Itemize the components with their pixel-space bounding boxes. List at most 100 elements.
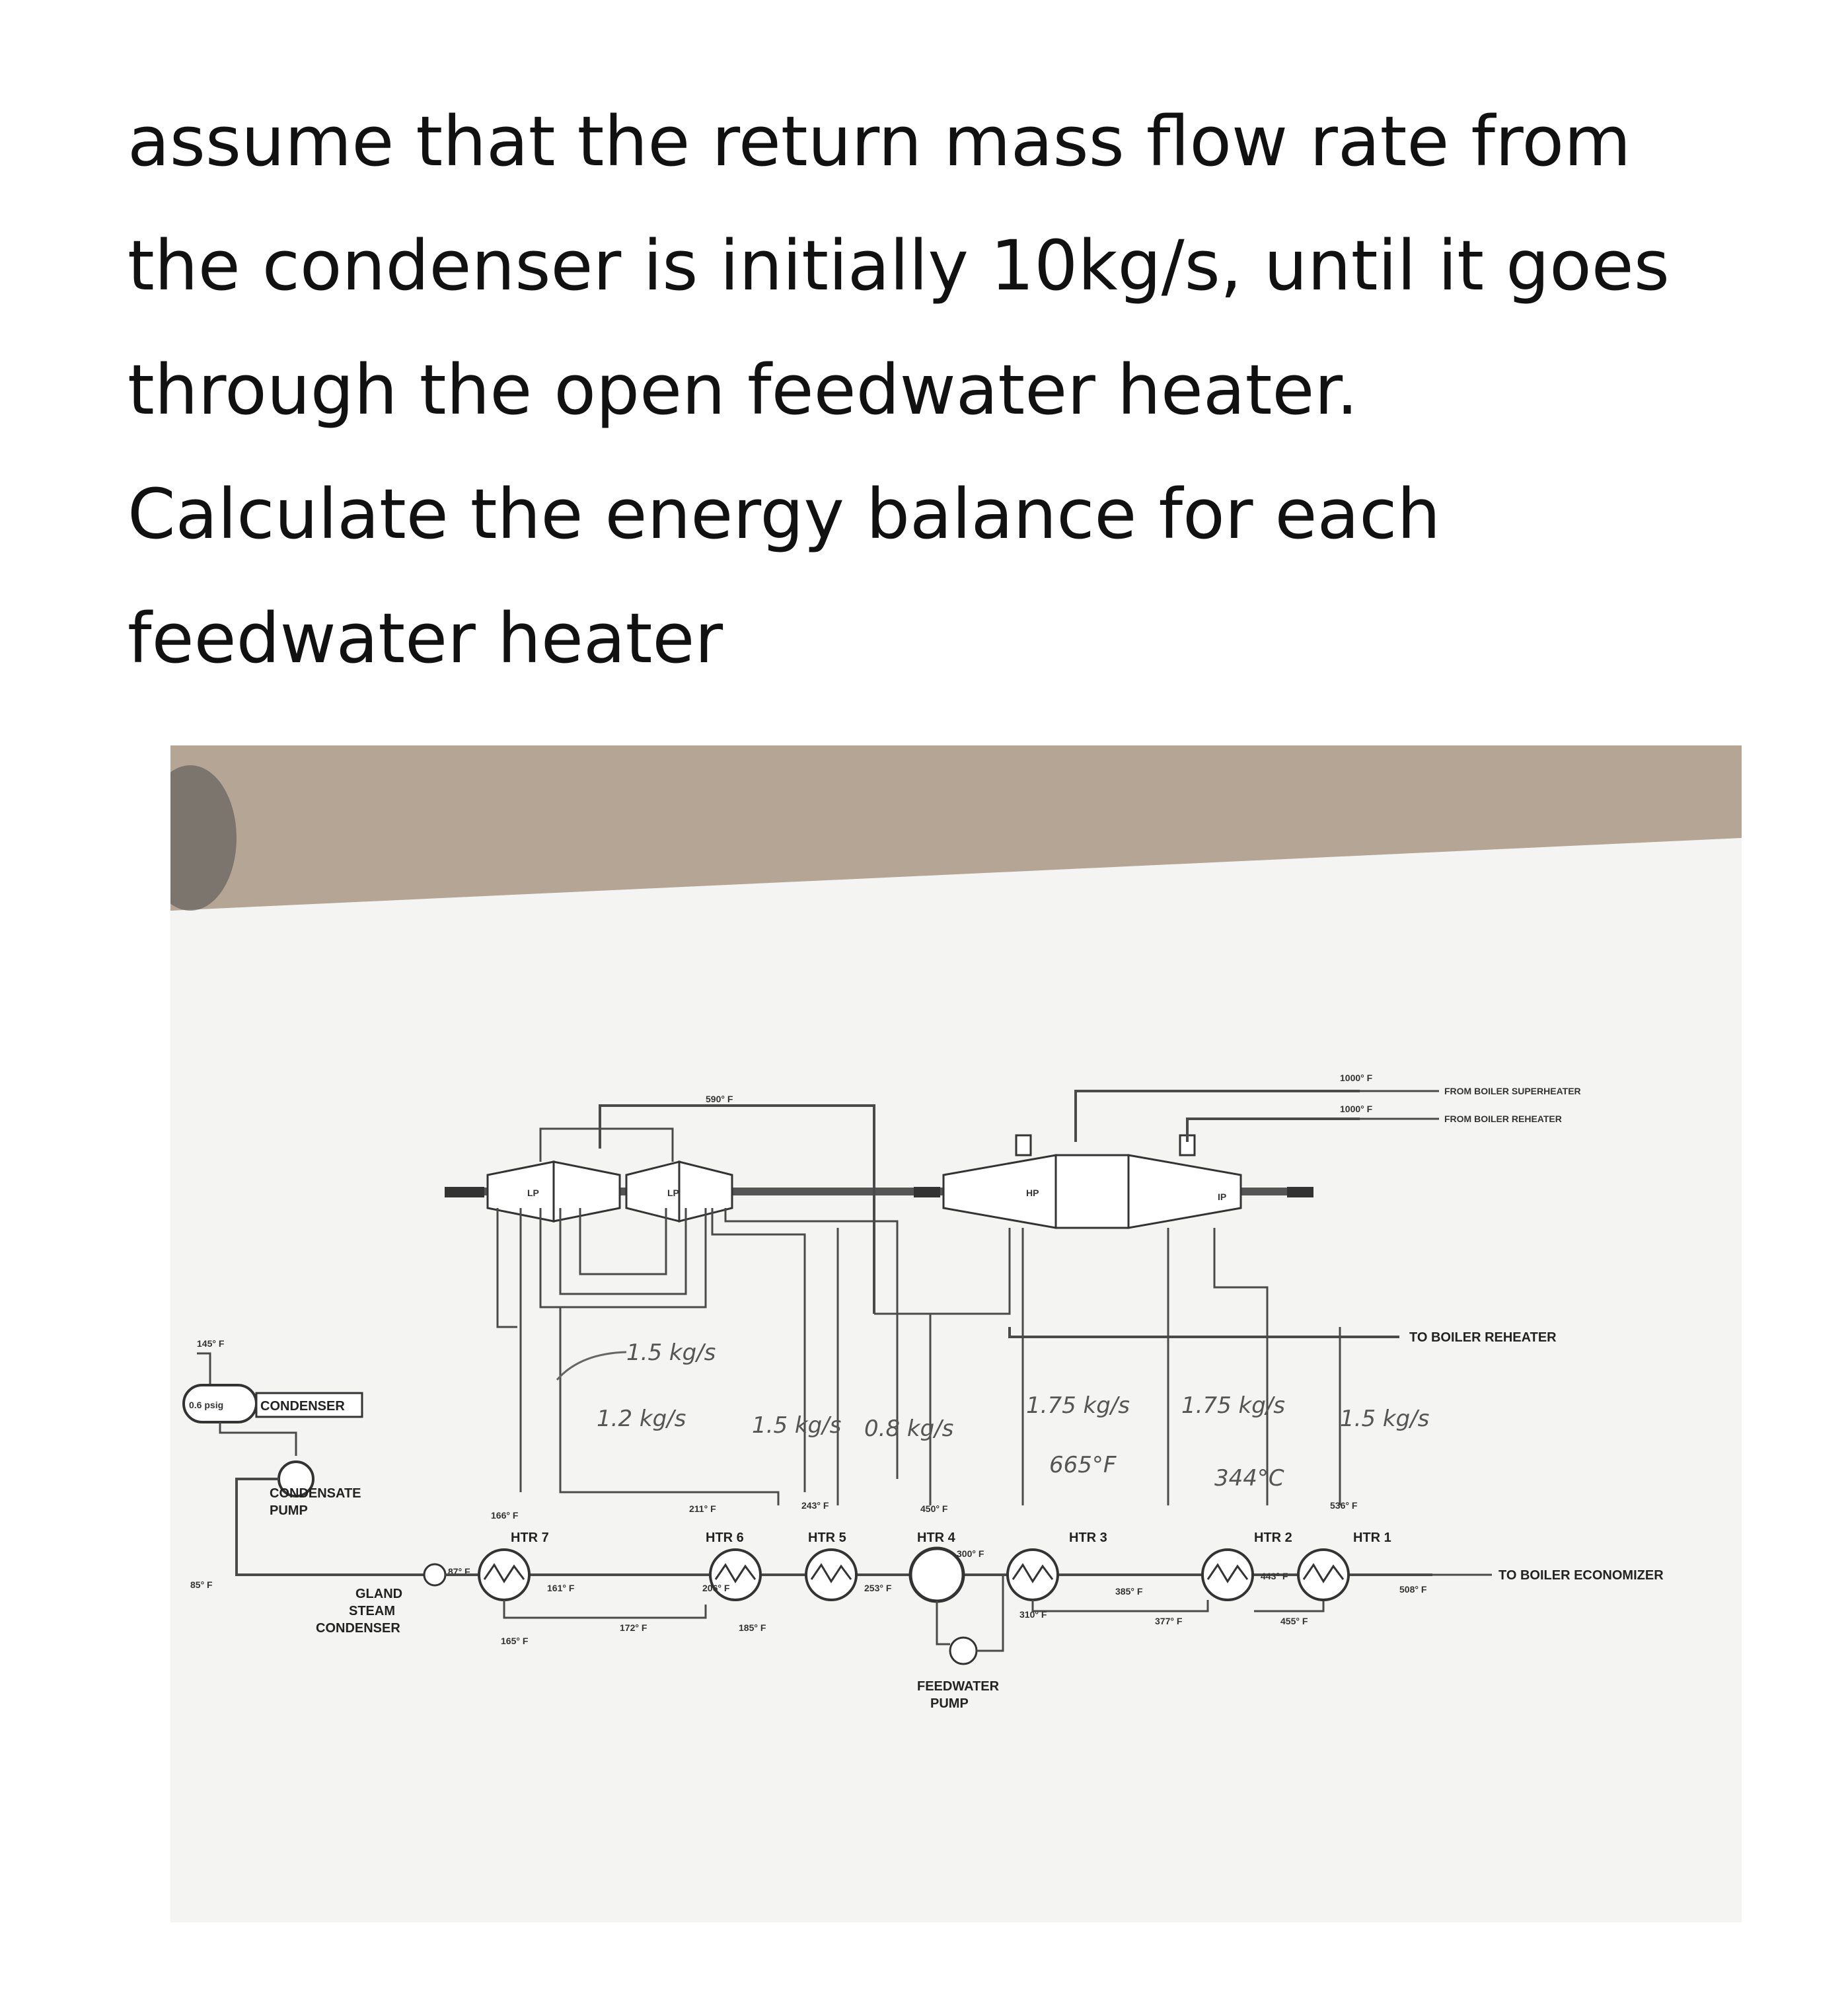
temp-536: 536° F [1330,1500,1358,1511]
temp-206: 206° F [702,1583,730,1593]
lp-extraction-loop-3 [579,1208,667,1275]
hand-mass-1-5-htr1: 1.5 kg/s [1340,1406,1429,1432]
hp-turbine-label: HP [1026,1188,1039,1198]
htr1-label: HTR 1 [1353,1531,1391,1545]
condensate-pump-label-2: PUMP [270,1503,308,1518]
ip-extraction-htr2 [1213,1228,1269,1505]
htr7-coil [483,1563,525,1583]
ip-turbine-label: IP [1218,1192,1226,1202]
crossover-branch-2 [600,1127,674,1162]
temp-590: 590° F [706,1094,733,1104]
htr1-coil [1302,1563,1345,1583]
condensate-pump-label-1: CONDENSATE [270,1486,361,1501]
question-line-5: feedwater heater [128,598,723,679]
temp-161: 161° F [547,1583,575,1593]
temp-172: 172° F [620,1622,647,1633]
temp-455: 455° F [1280,1616,1308,1626]
htr7 [478,1548,531,1601]
temp-211: 211° F [689,1503,716,1514]
hand-mass-1-75a: 1.75 kg/s [1026,1392,1130,1419]
reheater-line [1186,1117,1360,1142]
temp-508: 508° F [1399,1584,1427,1595]
lp-extraction-loop-1 [539,1208,707,1308]
gland-label-3: CONDENSER [316,1621,400,1636]
htr5-label: HTR 5 [808,1531,846,1545]
pump-discharge [977,1575,1004,1652]
power-plant-diagram: LP LP HP IP 1000° F 1000° F FROM BOILER … [170,765,1742,1922]
condenser-pressure: 0.6 psig [189,1400,223,1410]
paper-sheet [170,838,1742,1922]
htr6-coil [714,1563,757,1583]
condenser-outlet [219,1422,297,1456]
lp-extraction-loop-2 [559,1208,687,1295]
hand-temp-665: 665°F [1049,1452,1117,1478]
temp-385: 385° F [1115,1586,1143,1597]
question-text: assume that the return mass flow rate fr… [128,79,1806,700]
hand-mass-1-75b: 1.75 kg/s [1181,1392,1285,1419]
hand-mass-1-5-htr6: 1.5 kg/s [752,1412,841,1439]
htr4 [908,1546,965,1603]
htr5-coil [810,1563,852,1583]
to-reheater-label: TO BOILER REHEATER [1409,1330,1557,1345]
shaft-coupling-left [445,1187,484,1197]
diagram-photo: LP LP HP IP 1000° F 1000° F FROM BOILER … [170,745,1742,1922]
temp-253: 253° F [864,1583,892,1593]
from-reheater-label: FROM BOILER REHEATER [1444,1114,1562,1124]
temp-166: 166° F [491,1510,519,1521]
htr5 [805,1548,858,1601]
gland-label-2: STEAM [349,1604,395,1618]
shaft-coupling-mid [914,1187,940,1197]
question-line-4: Calculate the energy balance for each [128,474,1441,554]
htr4-to-pump [936,1601,950,1646]
hp-valve [1015,1134,1032,1156]
htr7-label: HTR 7 [511,1531,549,1545]
htr7-drain [503,1600,707,1619]
condensate-line [235,1478,428,1576]
temp-443: 443° F [1261,1571,1288,1581]
condenser-inlet [197,1352,211,1386]
to-economizer-label: TO BOILER ECONOMIZER [1498,1568,1664,1583]
htr5-shell [805,1548,858,1601]
from-superheater-label: FROM BOILER SUPERHEATER [1444,1086,1581,1096]
htr1-drain [1254,1600,1325,1612]
temp-85: 85° F [190,1579,213,1590]
question-line-2: the condenser is initially 10kg/s, until… [128,225,1670,306]
hand-arrow [556,1351,627,1381]
lp-extraction-1 [496,1208,517,1328]
temp-1000a: 1000° F [1340,1073,1373,1083]
condenser-box [255,1392,363,1418]
htr3-coil [1012,1563,1054,1583]
htr2-coil [1206,1563,1249,1583]
lp-turbine-1-label: LP [527,1188,539,1198]
gland-label-1: GLAND [355,1587,402,1601]
temp-165: 165° F [501,1636,529,1646]
feedwater-pump-label-1: FEEDWATER [917,1679,1000,1694]
htr6-shell [709,1548,762,1601]
to-reheater-line [1008,1327,1399,1338]
temp-300: 300° F [957,1548,984,1559]
condenser-label: CONDENSER [260,1399,345,1414]
htr7-steam-line [559,1307,780,1505]
temp-243: 243° F [801,1500,829,1511]
htr1 [1297,1548,1350,1601]
htr6-label: HTR 6 [706,1531,744,1545]
htr2-drain [1031,1600,1209,1612]
temp-185: 185° F [739,1622,766,1633]
ip-turbine [1127,1154,1242,1229]
hp-exhaust-pipe [874,1228,1011,1315]
hp-ip-casing [1054,1154,1130,1229]
feedwater-pump [949,1636,978,1665]
htr2-label: HTR 2 [1254,1531,1292,1545]
temp-450: 450° F [920,1503,948,1514]
feedwater-pump-label-2: PUMP [930,1696,969,1711]
lp-extraction-htr6 [711,1208,806,1492]
question-line-1: assume that the return mass flow rate fr… [128,101,1631,182]
temp-377: 377° F [1155,1616,1183,1626]
temp-1000b: 1000° F [1340,1104,1373,1114]
crossover-branch-1 [539,1127,600,1162]
htr1-shell [1297,1548,1350,1601]
htr3 [1006,1548,1059,1601]
crossover-pipe [599,1104,875,1314]
temp-145: 145° F [197,1338,225,1349]
question-line-3: through the open feedwater heater. [128,350,1358,430]
